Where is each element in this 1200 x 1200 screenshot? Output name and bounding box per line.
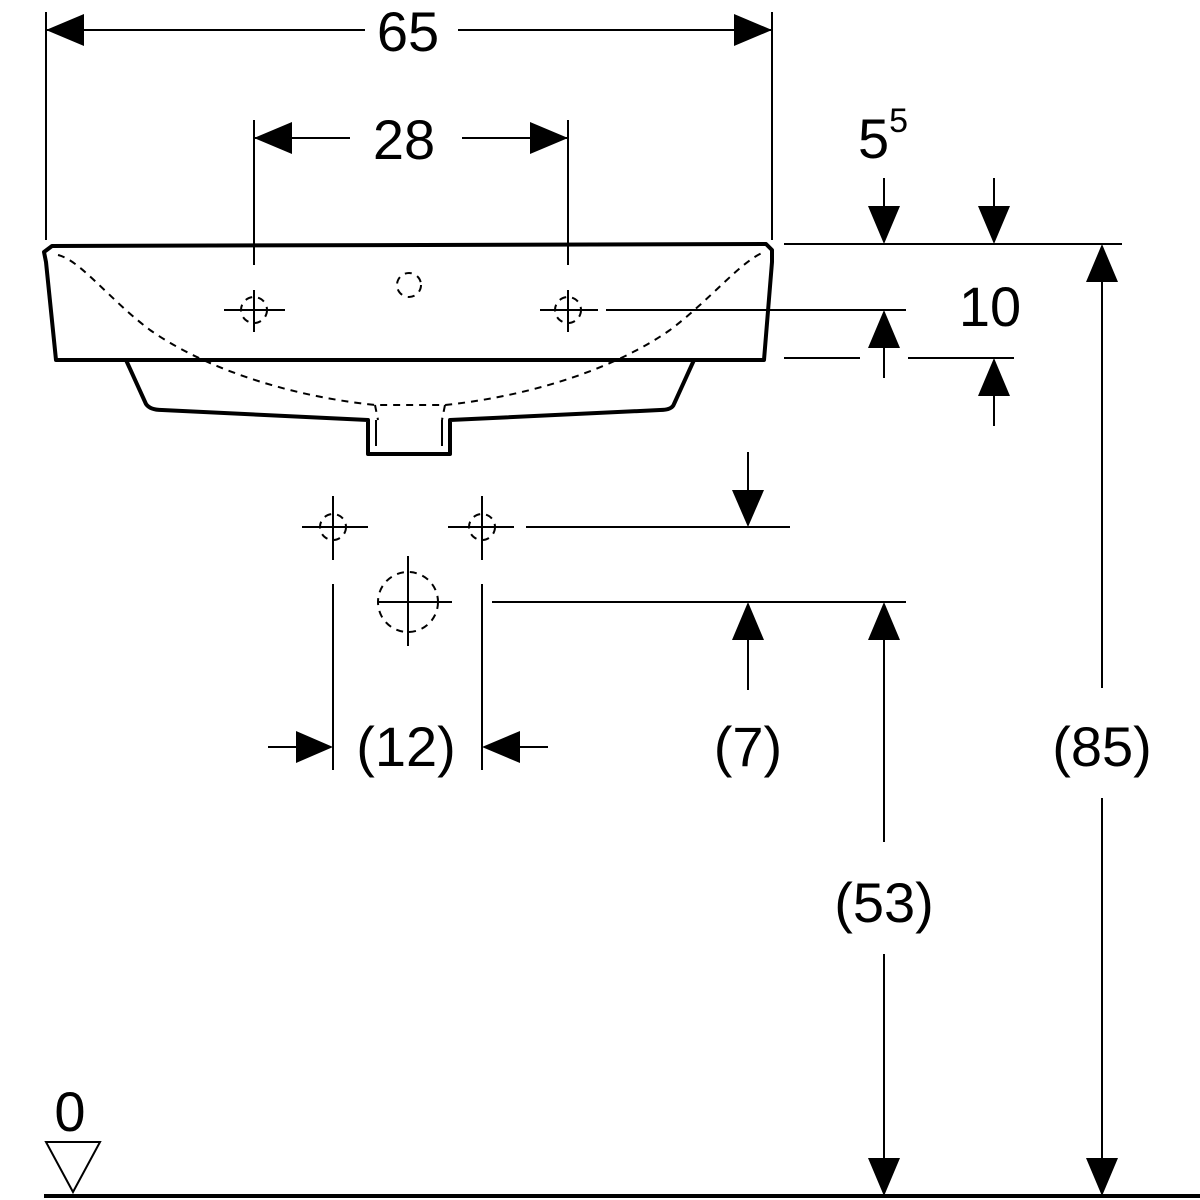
dim-pipe-spacing: (12) <box>268 584 548 778</box>
tap-hole-left <box>224 290 285 332</box>
bowl-contour <box>57 251 765 406</box>
arrow-down <box>732 490 764 527</box>
level-triangle-icon <box>44 1141 102 1195</box>
arrow-up <box>732 602 764 640</box>
arrow-up <box>978 358 1010 396</box>
arrow-up <box>1086 244 1118 282</box>
dim-rim-total-height: (85) <box>1052 244 1152 1196</box>
label-rim-offset-exp: 5 <box>889 102 908 140</box>
arrow-down <box>978 206 1010 244</box>
label-floor-level: 0 <box>54 1080 85 1143</box>
arrow-left <box>254 122 292 154</box>
label-overall-width: 65 <box>377 0 439 63</box>
tap-hole-right <box>540 290 598 332</box>
arrow-right <box>734 14 772 46</box>
supply-connection-left <box>302 496 368 560</box>
dim-supply-to-waste: (7) <box>492 452 906 778</box>
dim-rim-offset: 55 <box>784 102 1122 245</box>
arrow-down <box>868 206 900 244</box>
arrow-down <box>1086 1158 1118 1196</box>
label-rim-offset-base: 5 <box>858 107 889 170</box>
washbasin-body <box>42 242 774 456</box>
supply-connection-right <box>448 496 514 560</box>
arrow-left <box>482 731 520 763</box>
dim-rim-height: 10 <box>606 275 1021 426</box>
dim-waste-height: (53) <box>834 602 934 1196</box>
dim-overall-width: 65 <box>45 0 773 240</box>
label-pipe-spacing: (12) <box>356 715 456 778</box>
arrow-right <box>296 731 333 763</box>
label-tap-hole-spacing: 28 <box>373 108 435 171</box>
label-waste-height: (53) <box>834 871 934 934</box>
arrow-left <box>46 14 84 46</box>
floor-level-marker: 0 <box>44 1080 1200 1198</box>
dim-tap-hole-spacing: 28 <box>253 108 569 265</box>
waste-connection <box>377 556 452 646</box>
label-rim-offset: 55 <box>858 102 908 170</box>
arrow-right <box>530 122 568 154</box>
arrow-up <box>868 310 900 348</box>
arrow-up <box>868 602 900 640</box>
label-rim-height: 10 <box>959 275 1021 338</box>
arrow-down <box>868 1158 900 1196</box>
label-supply-to-waste: (7) <box>714 715 782 778</box>
overflow-hole <box>396 272 422 298</box>
label-rim-total-height: (85) <box>1052 715 1152 778</box>
